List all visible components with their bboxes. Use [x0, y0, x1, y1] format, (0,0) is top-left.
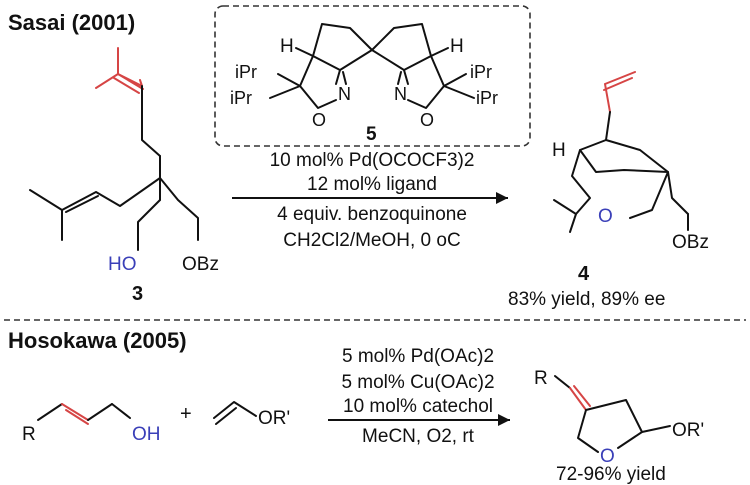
hosokawa-o-product: O [600, 446, 615, 467]
ligand-n-left: N [338, 84, 351, 104]
ligand-o-left: O [312, 110, 326, 130]
hosokawa-or-reactant: OR' [258, 408, 290, 429]
sasai-heading: Sasai (2001) [8, 10, 135, 35]
substrate-3-structure [29, 47, 199, 251]
hosokawa-condition-1: 5 mol% Pd(OAc)2 [342, 346, 494, 367]
hosokawa-or-product: OR' [672, 420, 704, 441]
ligand-ipr-1: iPr [235, 62, 257, 82]
product-h: H [552, 140, 566, 161]
hosokawa-product-structure [554, 375, 671, 453]
sasai-condition-4: CH2Cl2/MeOH, 0 oC [283, 230, 460, 251]
sasai-condition-1: 10 mol% Pd(OCOCF3)2 [270, 150, 475, 171]
ligand-number: 5 [366, 124, 377, 145]
ligand-ipr-2: iPr [230, 88, 252, 108]
product-4-structure [553, 71, 689, 233]
hosokawa-r-reactant: R [22, 424, 36, 445]
ligand-h-right: H [450, 36, 464, 57]
product-obz: OBz [672, 232, 709, 253]
hosokawa-r-product: R [534, 368, 548, 389]
hosokawa-yield: 72-96% yield [556, 464, 666, 485]
sasai-yield: 83% yield, 89% ee [508, 289, 665, 310]
ligand-5-structure [269, 23, 475, 109]
hosokawa-condition-4: MeCN, O2, rt [362, 426, 475, 447]
sasai-condition-3: 4 equiv. benzoquinone [277, 204, 467, 225]
sasai-arrow-head [496, 192, 508, 204]
product-o: O [598, 206, 613, 227]
ligand-o-right: O [420, 110, 434, 130]
hosokawa-heading: Hosokawa (2005) [8, 328, 187, 353]
product-number: 4 [578, 263, 590, 285]
allylic-alcohol-structure [37, 403, 131, 425]
ligand-h-left: H [280, 36, 294, 57]
substrate-number: 3 [132, 283, 143, 305]
hosokawa-arrow-head [498, 414, 510, 426]
hosokawa-condition-3: 10 mol% catechol [343, 396, 493, 417]
ligand-ipr-4: iPr [476, 88, 498, 108]
ligand-ipr-3: iPr [470, 62, 492, 82]
sasai-condition-2: 12 mol% ligand [307, 174, 437, 195]
hosokawa-plus: + [180, 403, 192, 425]
hosokawa-condition-2: 5 mol% Cu(OAc)2 [341, 372, 494, 393]
hosokawa-oh: OH [132, 424, 161, 445]
substrate-obz: OBz [182, 254, 219, 275]
ligand-n-right: N [394, 84, 407, 104]
vinyl-ether-structure [213, 401, 257, 425]
ligand-box [214, 5, 531, 147]
substrate-ho: HO [108, 254, 137, 275]
